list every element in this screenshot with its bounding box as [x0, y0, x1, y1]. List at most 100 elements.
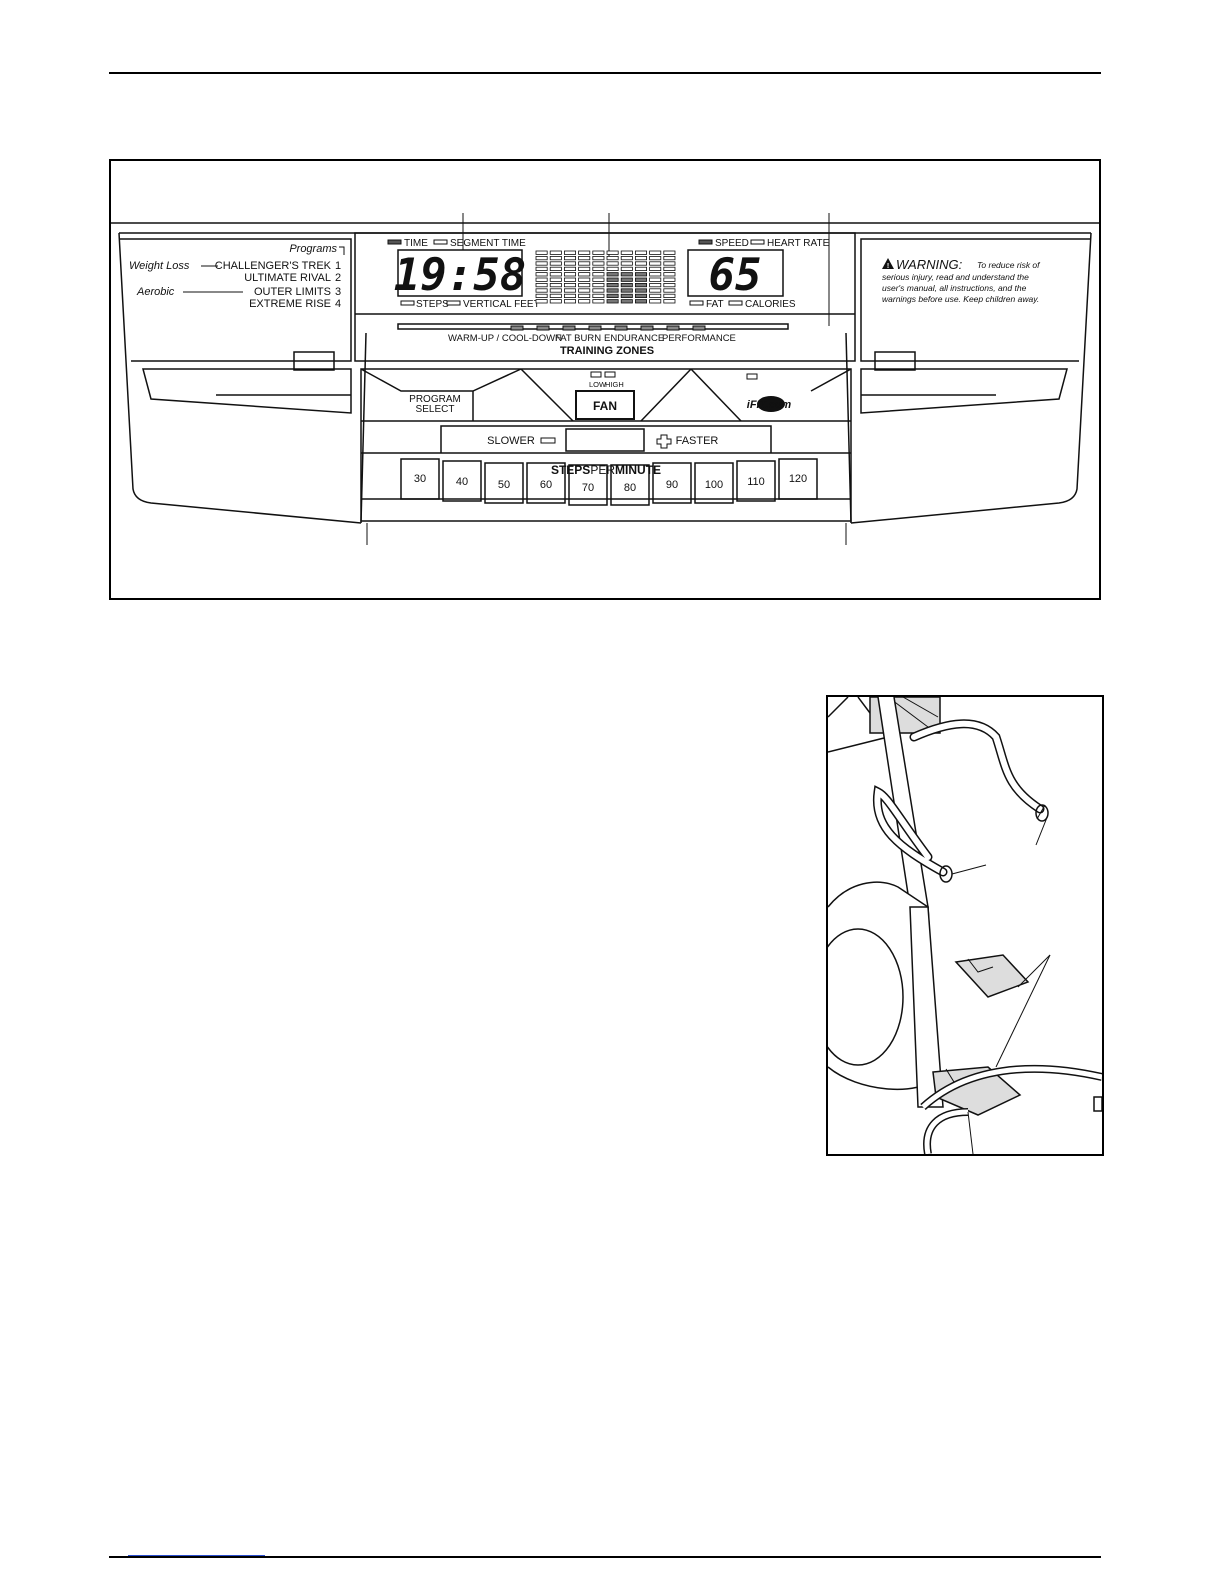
right-lcd-window: [687, 249, 784, 297]
led-cell: [578, 299, 591, 304]
speed-button-80[interactable]: 80: [624, 482, 636, 494]
vertical-feet-indicator-label: VERTICAL FEET: [463, 299, 540, 310]
led-cell: [549, 283, 562, 288]
led-cell: [620, 256, 633, 261]
led-cell: [606, 272, 619, 277]
led-cell: [663, 250, 676, 255]
led-cell: [578, 288, 591, 293]
led-cell: [592, 272, 605, 277]
led-cell: [620, 272, 633, 277]
program-name-4: EXTREME RISE: [249, 298, 331, 310]
program-category-1: Weight Loss: [129, 260, 190, 272]
led-cell: [606, 293, 619, 298]
led-cell: [549, 277, 562, 282]
led-cell: [649, 277, 662, 282]
speed-button-120[interactable]: 120: [789, 473, 807, 485]
led-cell: [606, 266, 619, 271]
led-cell: [578, 293, 591, 298]
led-cell: [620, 293, 633, 298]
speed-button-40[interactable]: 40: [456, 476, 468, 488]
console-diagram: Programs Weight Loss CHALLENGER'S TREK 1…: [109, 159, 1101, 600]
led-cell: [563, 272, 576, 277]
led-cell: [649, 283, 662, 288]
right-display-value: 65: [709, 250, 762, 301]
led-cell: [606, 250, 619, 255]
led-cell: [663, 272, 676, 277]
led-cell: [649, 299, 662, 304]
led-cell: [549, 250, 562, 255]
calories-indicator-label: CALORIES: [745, 299, 796, 310]
led-cell: [578, 256, 591, 261]
program-number-2: 2: [335, 272, 341, 284]
speed-button-50[interactable]: 50: [498, 479, 510, 491]
program-number-4: 4: [335, 298, 341, 310]
zone-performance-label: PERFORMANCE: [662, 333, 736, 344]
time-indicator-label: TIME: [404, 238, 428, 249]
led-cell: [606, 288, 619, 293]
program-select-button[interactable]: PROGRAM SELECT: [403, 389, 469, 419]
led-cell: [649, 288, 662, 293]
ifit-button[interactable]: iFIT.com: [747, 396, 792, 412]
led-cell: [563, 250, 576, 255]
led-cell: [649, 266, 662, 271]
ifit-led: [746, 373, 758, 380]
led-cell: [535, 250, 548, 255]
led-cell: [663, 293, 676, 298]
speed-button-90[interactable]: 90: [666, 479, 678, 491]
zone-fat-burn-label: FAT BURN: [555, 333, 601, 344]
zone-warm-up-label: WARM-UP / COOL-DOWN: [448, 333, 562, 344]
led-cell: [620, 283, 633, 288]
left-display-value: 19:58: [394, 250, 526, 301]
speed-button-100[interactable]: 100: [705, 479, 723, 491]
speed-button-70[interactable]: 70: [582, 482, 594, 494]
led-cell: [549, 272, 562, 277]
led-cell: [563, 293, 576, 298]
speed-button-110[interactable]: 110: [747, 476, 765, 488]
led-cell: [563, 299, 576, 304]
led-cell: [563, 261, 576, 266]
programs-heading: Programs: [289, 243, 337, 255]
console-illustration: Programs Weight Loss CHALLENGER'S TREK 1…: [111, 213, 1099, 545]
led-cell: [535, 293, 548, 298]
warning-title: WARNING:: [896, 257, 963, 272]
led-cell: [635, 299, 648, 304]
zone-endurance-label: ENDURANCE: [604, 333, 664, 344]
led-cell: [620, 299, 633, 304]
led-cell: [563, 277, 576, 282]
faster-button[interactable]: FASTER: [656, 434, 719, 449]
led-cell: [635, 266, 648, 271]
warning-line-3: user's manual, all instructions, and the: [882, 283, 1027, 293]
faster-label: FASTER: [676, 435, 719, 447]
fan-button[interactable]: FAN: [575, 390, 635, 420]
led-cell: [649, 256, 662, 261]
led-cell: [535, 266, 548, 271]
program-select-label-2: SELECT: [416, 404, 455, 415]
fan-high-label: HIGH: [605, 380, 624, 389]
led-cell: [563, 288, 576, 293]
speed-button-30[interactable]: 30: [414, 473, 426, 485]
speed-button-60[interactable]: 60: [540, 479, 552, 491]
led-cell: [592, 288, 605, 293]
led-cell: [663, 288, 676, 293]
led-cell: [620, 288, 633, 293]
fan-low-label: LOW: [589, 380, 607, 389]
program-name-2: ULTIMATE RIVAL: [244, 272, 331, 284]
segment-time-indicator-label: SEGMENT TIME: [450, 238, 526, 249]
led-cell: [592, 277, 605, 282]
led-cell: [535, 261, 548, 266]
fan-high-led: [604, 371, 616, 378]
led-cell: [535, 256, 548, 261]
ifit-logo-text: iFIT.com: [747, 399, 792, 411]
slower-button[interactable]: SLOWER: [487, 435, 556, 447]
led-cell: [592, 266, 605, 271]
program-number-3: 3: [335, 286, 341, 298]
led-cell: [620, 250, 633, 255]
led-cell: [592, 293, 605, 298]
steps-per-minute-label: STEPSPERMINUTE: [551, 463, 661, 477]
footer-link-underline: [128, 1555, 265, 1557]
led-cell: [563, 256, 576, 261]
stepper-drawing: [828, 697, 1102, 1154]
led-matrix: [535, 250, 676, 304]
program-category-3: Aerobic: [136, 286, 175, 298]
heart-rate-indicator-label: HEART RATE: [767, 238, 830, 249]
